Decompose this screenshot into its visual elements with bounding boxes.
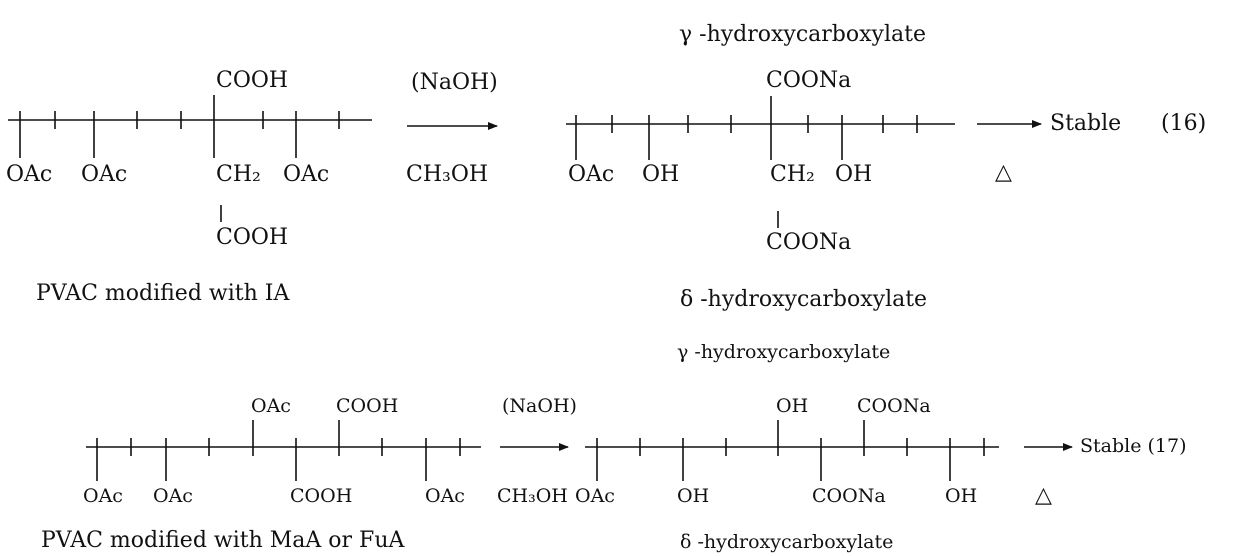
scheme2-gamma-label: γ -hydroxycarboxylate [677, 341, 891, 363]
scheme2-product-backbone [585, 420, 999, 481]
scheme1-product-side-group: COONa [766, 230, 852, 255]
scheme2-reactant-top-group-2: COOH [336, 395, 399, 417]
scheme1-equation-number: (16) [1161, 111, 1207, 136]
scheme1-product-group-3: CH₂ [770, 162, 815, 187]
scheme2-reactant-top-group-1: OAc [251, 395, 291, 417]
scheme1-reactant-group-4: OAc [283, 162, 330, 187]
scheme2-result-label: Stable (17) [1080, 435, 1187, 457]
scheme1-reactant-group-3: CH₂ [216, 162, 261, 187]
scheme2-reactant-backbone [86, 420, 481, 481]
scheme1-result-label: Stable [1050, 111, 1122, 136]
scheme1-reactant-caption: PVAC modified with IA [36, 281, 290, 306]
scheme1-reagent-bottom: CH₃OH [406, 162, 489, 187]
scheme2-product-group-1: OAc [575, 485, 615, 507]
scheme2-product-top-group-2: COONa [857, 395, 931, 417]
scheme2-reactant-group-4: OAc [425, 485, 465, 507]
scheme2-delta-label: δ -hydroxycarboxylate [680, 531, 894, 553]
scheme2-reactant-group-1: OAc [83, 485, 123, 507]
scheme1-reactant-side-group: COOH [216, 225, 289, 250]
scheme1-reactant-group-1: OAc [6, 162, 53, 187]
scheme1-reactant-top-group: COOH [216, 68, 289, 93]
scheme1-reagent-top: (NaOH) [411, 70, 498, 95]
scheme1-reactant-backbone [8, 95, 372, 222]
scheme1-product-group-2: OH [642, 162, 680, 187]
scheme2-reactant-group-3: COOH [290, 485, 353, 507]
scheme1-delta-label: δ -hydroxycarboxylate [680, 287, 928, 312]
scheme2-product-group-4: OH [945, 485, 978, 507]
scheme1-product-top-group: COONa [766, 68, 852, 93]
scheme1-product-backbone [566, 96, 955, 228]
scheme2-reagent-top: (NaOH) [502, 395, 577, 417]
scheme2-product-group-2: OH [677, 485, 710, 507]
scheme1-gamma-label: γ -hydroxycarboxylate [679, 22, 926, 47]
scheme2-product-top-group-1: OH [776, 395, 809, 417]
scheme2-reactant-caption: PVAC modified with MaA or FuA [41, 528, 405, 553]
scheme1-product-group-4: OH [835, 162, 873, 187]
scheme2-product-group-3: COONa [812, 485, 886, 507]
heat-triangle-icon: △ [1035, 483, 1052, 508]
scheme1-reactant-group-2: OAc [81, 162, 128, 187]
scheme2-reagent-bottom: CH₃OH [497, 485, 568, 507]
scheme1-product-group-1: OAc [568, 162, 615, 187]
scheme2-reactant-group-2: OAc [153, 485, 193, 507]
heat-triangle-icon: △ [995, 160, 1012, 185]
